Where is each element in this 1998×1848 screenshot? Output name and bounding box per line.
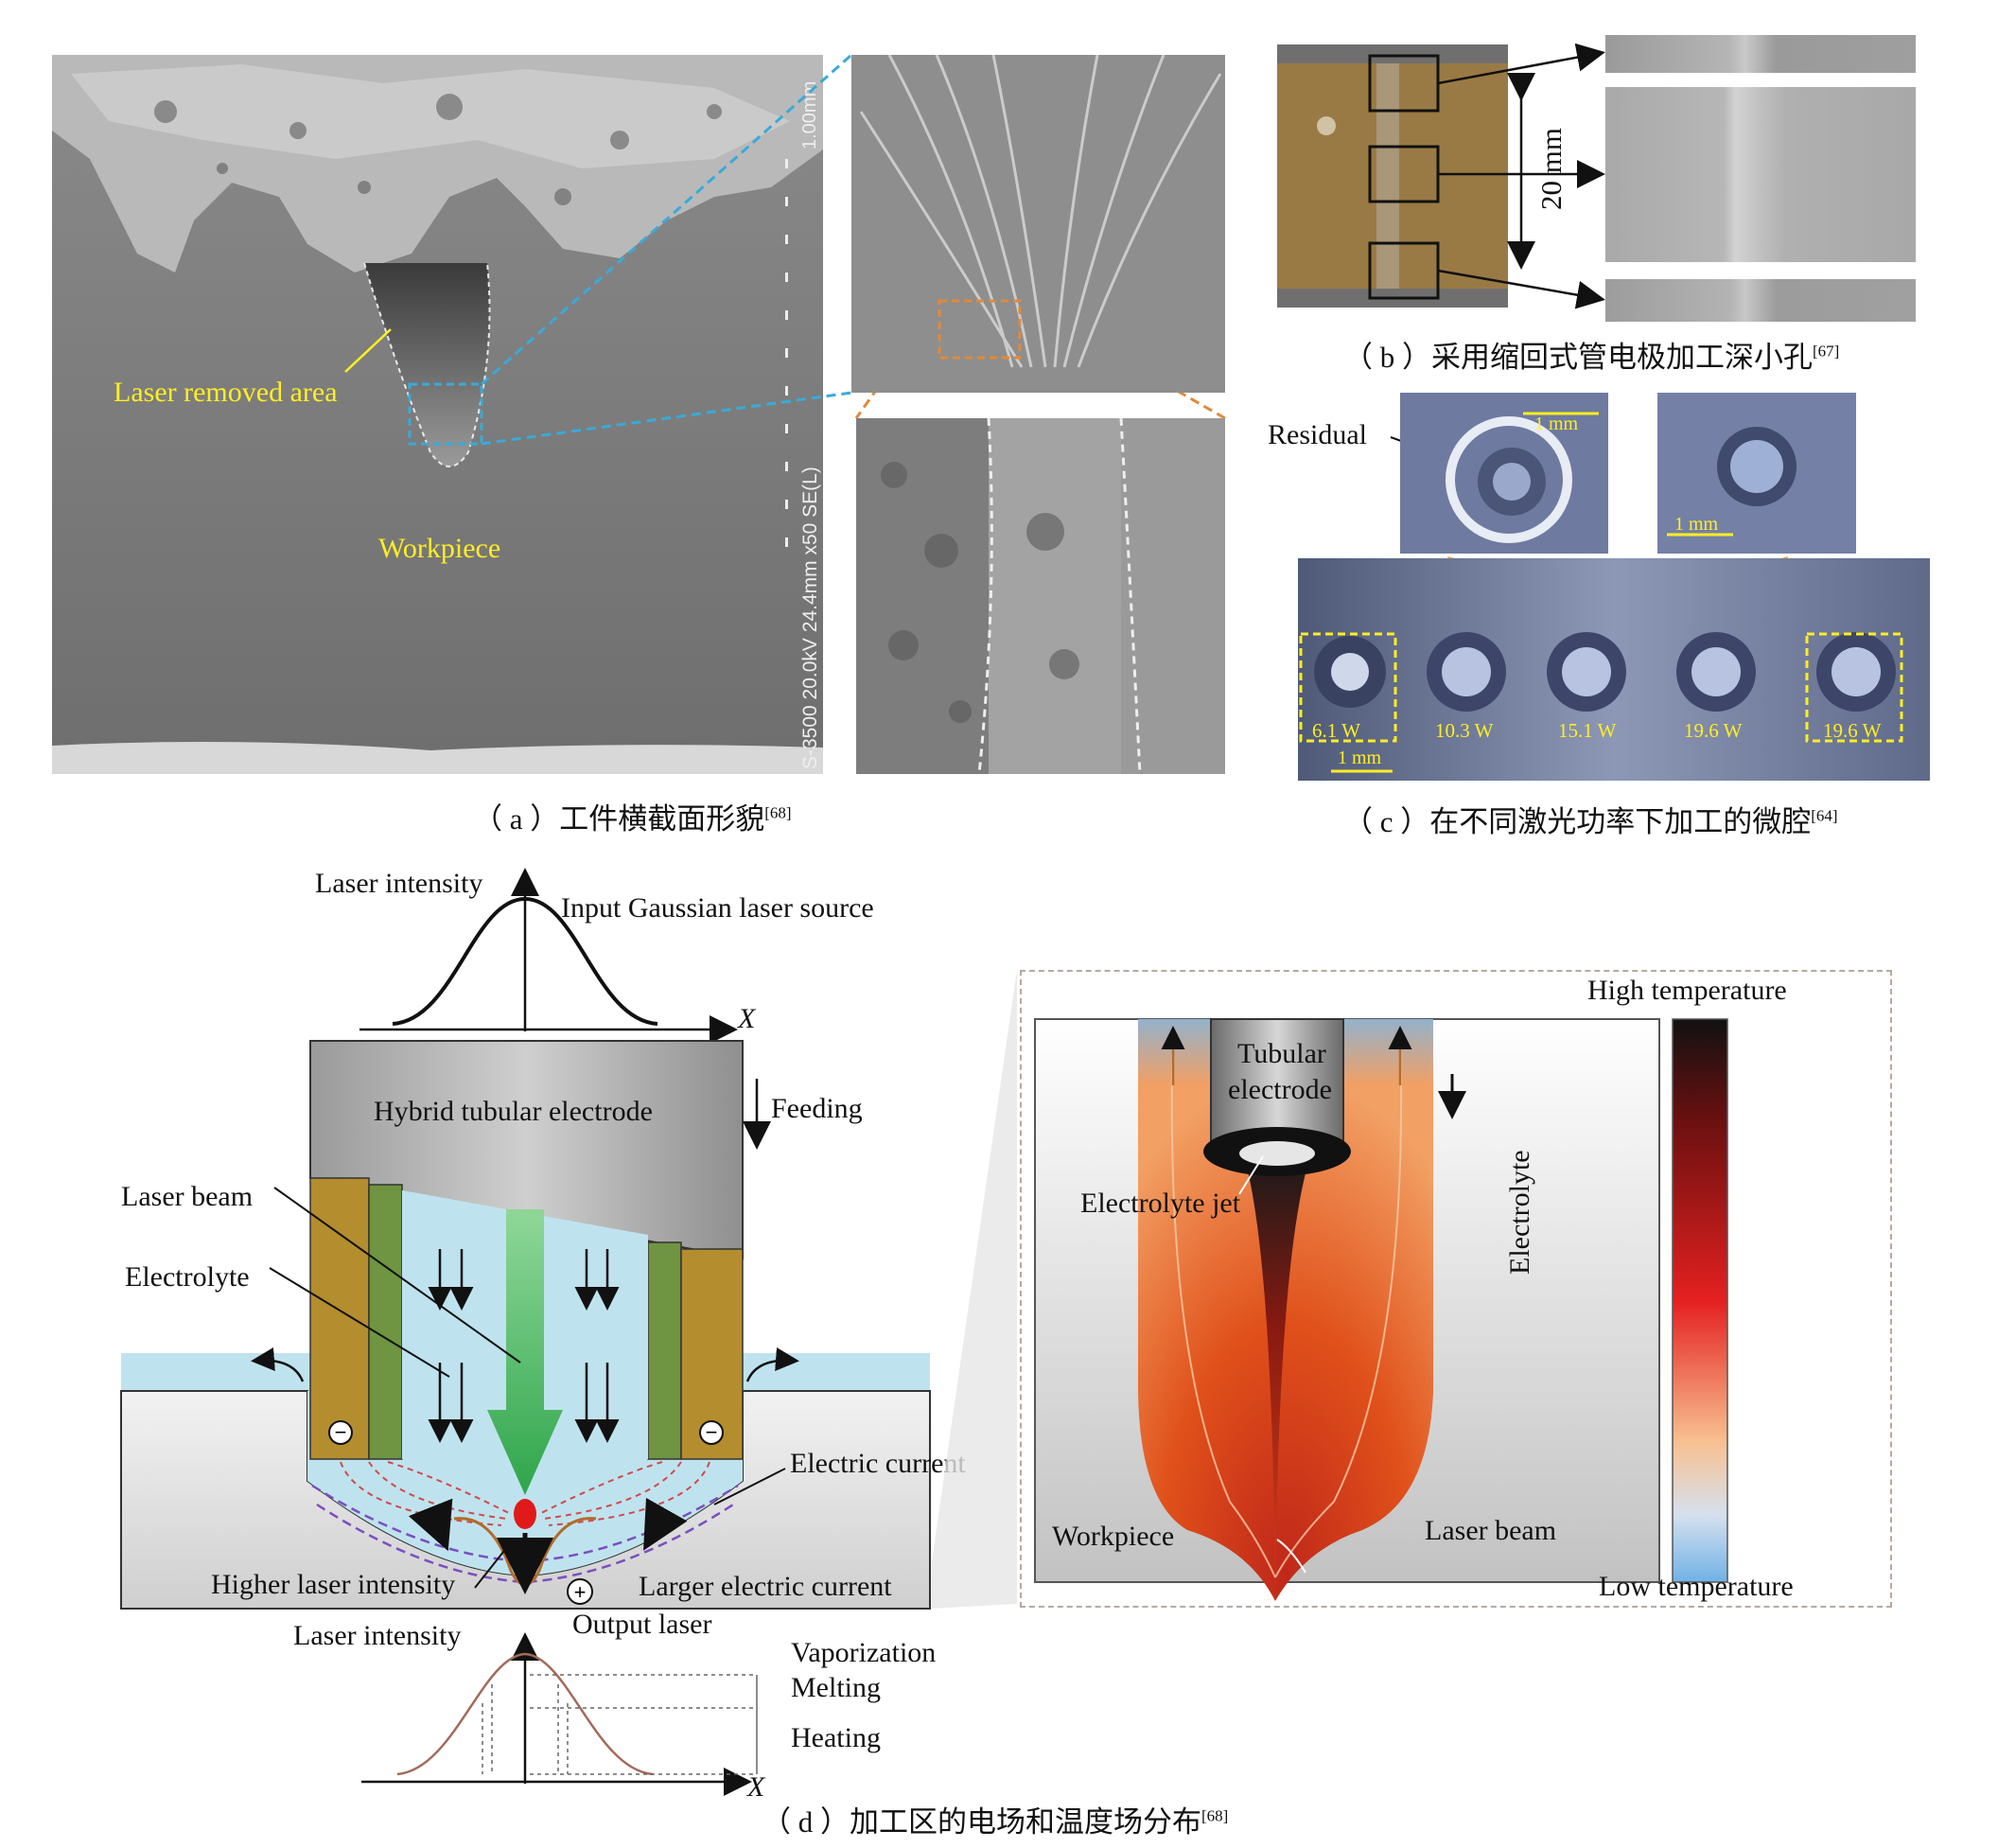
power-label-4: 19.6 W <box>1684 719 1743 742</box>
label-larger-current: Larger electric current <box>639 1571 892 1602</box>
caption-b: （ b ）采用缩回式管电极加工深小孔[67] <box>1343 341 1840 374</box>
panel-b-zoom-mid <box>1605 87 1916 262</box>
panel-d-temperature-box: High temperature Low temperature Tubular… <box>1020 970 1892 1608</box>
label-heating: Heating <box>791 1722 881 1753</box>
sem-cross-section-graphic <box>52 55 823 774</box>
label-workpiece-a: Workpiece <box>378 533 501 564</box>
minus-sign-right: − <box>706 1420 718 1444</box>
caption-a: （ a ）工件横截面形貌[68] <box>473 802 792 836</box>
label-melting: Melting <box>791 1672 881 1703</box>
power-label-5: 19.6 W <box>1823 719 1882 742</box>
panel-a-sem-main: Laser removed area Workpiece 1.00mm S-35… <box>52 55 823 774</box>
caption-d: （ d ）加工区的电场和温度场分布[68] <box>762 1805 1229 1839</box>
panel-d-schematic: − − + <box>120 868 931 1796</box>
panel-c-zoom-left: 1 mm <box>1400 393 1608 554</box>
panel-c-zoom-right: 1 mm <box>1657 393 1856 554</box>
label-electrode: electrode <box>1228 1074 1332 1105</box>
plus-sign: + <box>574 1580 587 1604</box>
label-low-temperature: Low temperature <box>1599 1571 1794 1602</box>
sem-info-label: S-3500 20.0kV 24.4mm x50 SE(L) <box>799 466 821 769</box>
sem-zoom-striations <box>851 55 1225 393</box>
label-hybrid-electrode: Hybrid tubular electrode <box>374 1096 653 1127</box>
panel-a-sem-zoom1 <box>851 55 1225 393</box>
scale-1mm-c3: 1 mm <box>1338 748 1382 768</box>
cavity-residual-graphic <box>1400 393 1608 554</box>
label-tubular: Tubular <box>1237 1038 1326 1069</box>
label-workpiece-d: Workpiece <box>1052 1521 1175 1552</box>
sem-zoom-surface <box>856 418 1225 774</box>
panel-a-sem-zoom2 <box>856 418 1225 774</box>
dimension-20mm: 20 mm <box>1534 128 1568 210</box>
label-electrolyte: Electrolyte <box>125 1261 250 1293</box>
label-electrolyte-vertical: Electrolyte <box>1504 1150 1535 1275</box>
power-label-3: 15.1 W <box>1558 719 1617 742</box>
panel-b-zoom-bottom <box>1605 279 1916 322</box>
label-output-laser: Output laser <box>572 1609 712 1640</box>
label-residual: Residual <box>1268 419 1367 450</box>
power-label-1: 6.1 W <box>1312 719 1360 742</box>
caption-c: （ c ）在不同激光功率下加工的微腔[64] <box>1343 805 1838 838</box>
panel-c-cavity-strip: 6.1 W 10.3 W 15.1 W 19.6 W 19.6 W 1 mm <box>1298 558 1930 781</box>
label-laser-intensity-bottom: Laser intensity <box>293 1620 462 1651</box>
label-electric-current: Electric current <box>790 1448 966 1479</box>
label-vaporization: Vaporization <box>791 1637 937 1668</box>
power-label-2: 10.3 W <box>1435 719 1494 742</box>
label-feeding: Feeding <box>771 1093 863 1124</box>
label-higher-intensity: Higher laser intensity <box>211 1569 456 1600</box>
temperature-field-graphic <box>1034 1018 1728 1601</box>
scale-1mm-c1: 1 mm <box>1534 414 1579 434</box>
label-laser-intensity-top: Laser intensity <box>315 868 483 899</box>
panel-b-zoom-top <box>1605 35 1916 73</box>
label-x-axis-top: X <box>738 1003 756 1034</box>
label-input-gaussian: Input Gaussian laser source <box>561 892 874 924</box>
panel-b-hole-photo <box>1277 44 1508 308</box>
cavity-clean-graphic <box>1657 393 1856 554</box>
scale-label: 1.00mm <box>799 80 820 150</box>
label-laser-beam: Laser beam <box>121 1181 254 1212</box>
cavity-strip-graphic <box>1298 558 1930 781</box>
minus-sign-left: − <box>335 1420 347 1444</box>
hole-photo-graphic <box>1277 44 1508 308</box>
label-x-axis-bottom: X <box>747 1771 765 1803</box>
label-laser-removed-area: Laser removed area <box>114 377 338 408</box>
label-laser-beam-d: Laser beam <box>1425 1515 1557 1546</box>
scale-1mm-c2: 1 mm <box>1674 514 1719 535</box>
label-high-temperature: High temperature <box>1587 975 1787 1006</box>
label-electrolyte-jet: Electrolyte jet <box>1080 1188 1241 1219</box>
